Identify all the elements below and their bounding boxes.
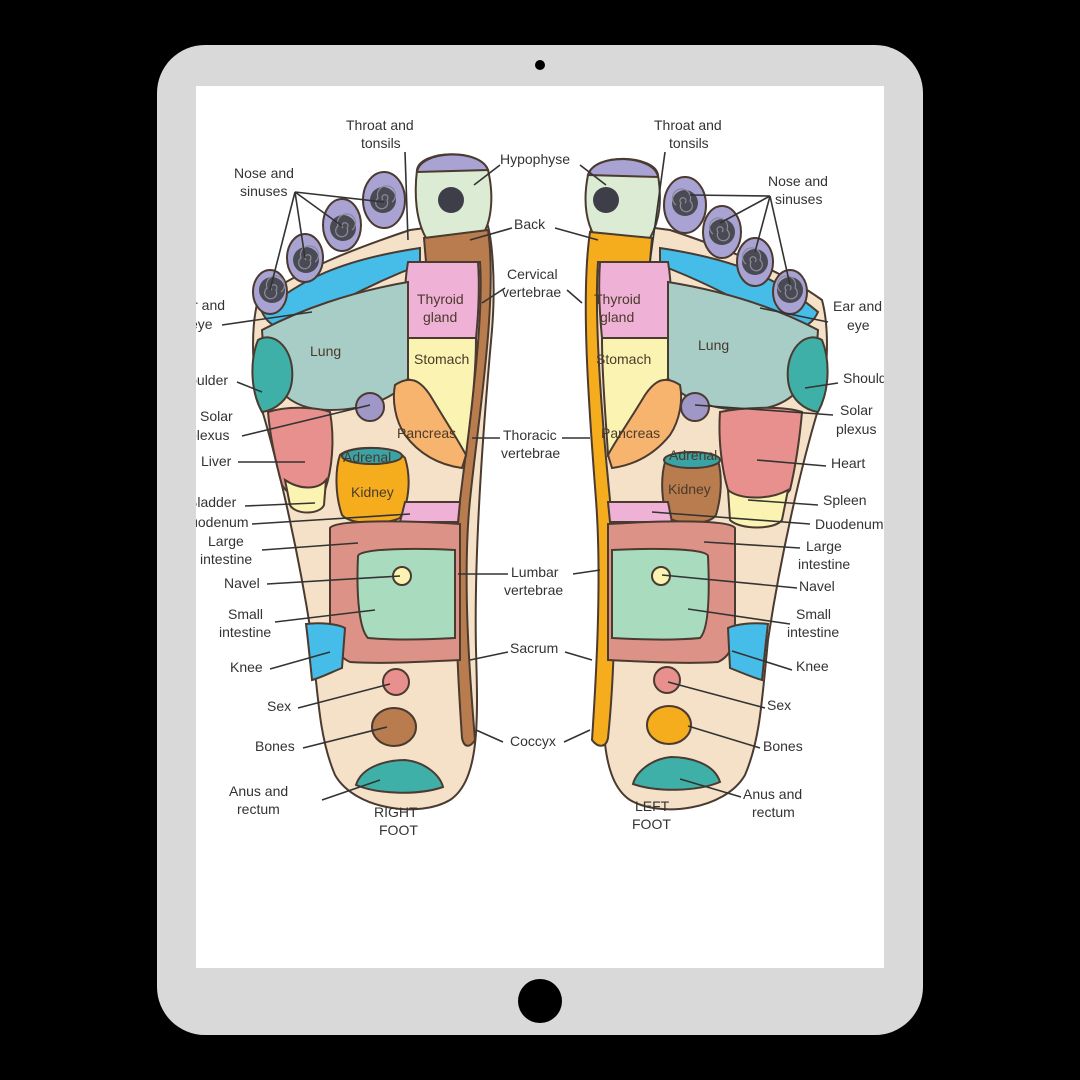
right-solar-label-2: plexus	[196, 427, 229, 443]
left-anus-label-1: Anus and	[743, 786, 802, 802]
left-spine	[584, 230, 654, 747]
left-small-intestine-label-1: Small	[796, 606, 831, 622]
lumbar-label-2: vertebrae	[504, 582, 563, 598]
coccyx-label: Coccyx	[510, 733, 556, 749]
right-anus-label-2: rectum	[237, 801, 280, 817]
left-foot-title-2: FOOT	[632, 816, 671, 832]
left-foot	[584, 157, 829, 811]
right-large-intestine-label-2: intestine	[200, 551, 252, 567]
left-large-intestine-label-2: intestine	[798, 556, 850, 572]
left-navel-label: Navel	[799, 578, 835, 594]
left-foot-title-1: LEFT	[635, 798, 670, 814]
right-toes	[252, 153, 493, 330]
cervical-label-1: Cervical	[507, 266, 558, 282]
left-thyroid-label-1: Thyroid	[594, 291, 641, 307]
left-sex-label: Sex	[767, 697, 791, 713]
right-sex-label: Sex	[267, 698, 291, 714]
left-ear-label-2: eye	[847, 317, 870, 333]
left-shoulder-label: Shoulder	[843, 370, 884, 386]
left-foot-labels: Throat and tonsils Nose and sinuses Ear …	[654, 117, 884, 820]
back-label: Back	[514, 216, 546, 232]
right-nose-label-2: sinuses	[240, 183, 287, 199]
left-ear-label-1: Ear and	[833, 298, 882, 314]
right-throat-label-2: tonsils	[361, 135, 401, 151]
right-bones-label: Bones	[255, 738, 295, 754]
right-small-intestine-label-2: intestine	[219, 624, 271, 640]
right-kidney-label: Kidney	[351, 484, 394, 500]
right-thyroid-label-1: Thyroid	[417, 291, 464, 307]
camera-icon	[535, 60, 545, 70]
right-foot-title-1: RIGHT	[374, 804, 418, 820]
left-solar-label-2: plexus	[836, 421, 876, 437]
right-thyroid-label-2: gland	[423, 309, 457, 325]
left-nose-label-1: Nose and	[768, 173, 828, 189]
left-thyroid-label-2: gland	[600, 309, 634, 325]
right-anus-label-1: Anus and	[229, 783, 288, 799]
left-nose-label-2: sinuses	[775, 191, 822, 207]
right-adrenal-label: Adrenal	[343, 449, 391, 465]
left-stomach-label: Stomach	[596, 351, 651, 367]
left-lung-label: Lung	[698, 337, 729, 353]
right-shoulder-label: Shoulder	[196, 372, 228, 388]
right-pancreas-label: Pancreas	[397, 425, 456, 441]
home-button[interactable]	[518, 979, 562, 1023]
left-adrenal-label: Adrenal	[669, 447, 717, 463]
right-knee-label: Knee	[230, 659, 263, 675]
right-stomach-label: Stomach	[414, 351, 469, 367]
left-throat-label-1: Throat and	[654, 117, 722, 133]
screen: Lung Thyroid gland Stomach Pancreas Adre…	[196, 86, 884, 968]
right-duodenum-label: Duodenum	[196, 514, 249, 530]
lumbar-label-1: Lumbar	[511, 564, 559, 580]
right-bladder-label: Bladder	[196, 494, 237, 510]
center-labels: Hypophyse Back Cervical vertebrae Thorac…	[458, 151, 607, 749]
right-large-intestine-label-1: Large	[208, 533, 244, 549]
right-foot-leaders	[221, 151, 411, 801]
right-small-intestine-label-1: Small	[228, 606, 263, 622]
right-ear-label-2: eye	[196, 316, 213, 332]
left-foot-leaders	[649, 151, 839, 798]
thoracic-label-1: Thoracic	[503, 427, 557, 443]
hypophyse-label: Hypophyse	[500, 151, 570, 167]
left-knee-label: Knee	[796, 658, 829, 674]
right-foot-labels: Throat and tonsils Nose and sinuses Ear …	[196, 117, 414, 817]
right-lung-label: Lung	[310, 343, 341, 359]
left-spleen-label: Spleen	[823, 492, 867, 508]
left-throat-label-2: tonsils	[669, 135, 709, 151]
left-solar-label-1: Solar	[840, 402, 873, 418]
thoracic-label-2: vertebrae	[501, 445, 560, 461]
left-small-intestine-label-2: intestine	[787, 624, 839, 640]
right-navel-label: Navel	[224, 575, 260, 591]
right-foot-title-2: FOOT	[379, 822, 418, 838]
left-foot-inner-labels: Lung Thyroid gland Stomach Pancreas Adre…	[594, 291, 729, 832]
right-ear-label-1: Ear and	[196, 297, 225, 313]
left-large-intestine-label-1: Large	[806, 538, 842, 554]
left-kidney-label: Kidney	[668, 481, 711, 497]
right-foot: Lung Thyroid gland Stomach Pancreas Adre…	[251, 153, 495, 838]
right-throat-label-1: Throat and	[346, 117, 414, 133]
sacrum-label: Sacrum	[510, 640, 558, 656]
left-duodenum-label: Duodenum	[815, 516, 884, 532]
cervical-label-2: vertebrae	[502, 284, 561, 300]
left-anus-label-2: rectum	[752, 804, 795, 820]
right-nose-label-1: Nose and	[234, 165, 294, 181]
left-pancreas-label: Pancreas	[601, 425, 660, 441]
foot-reflexology-diagram: Lung Thyroid gland Stomach Pancreas Adre…	[196, 117, 884, 838]
left-heart-label: Heart	[831, 455, 865, 471]
left-toes	[584, 157, 820, 330]
right-liver-label: Liver	[201, 453, 232, 469]
left-bones-label: Bones	[763, 738, 803, 754]
right-solar-label-1: Solar	[200, 408, 233, 424]
